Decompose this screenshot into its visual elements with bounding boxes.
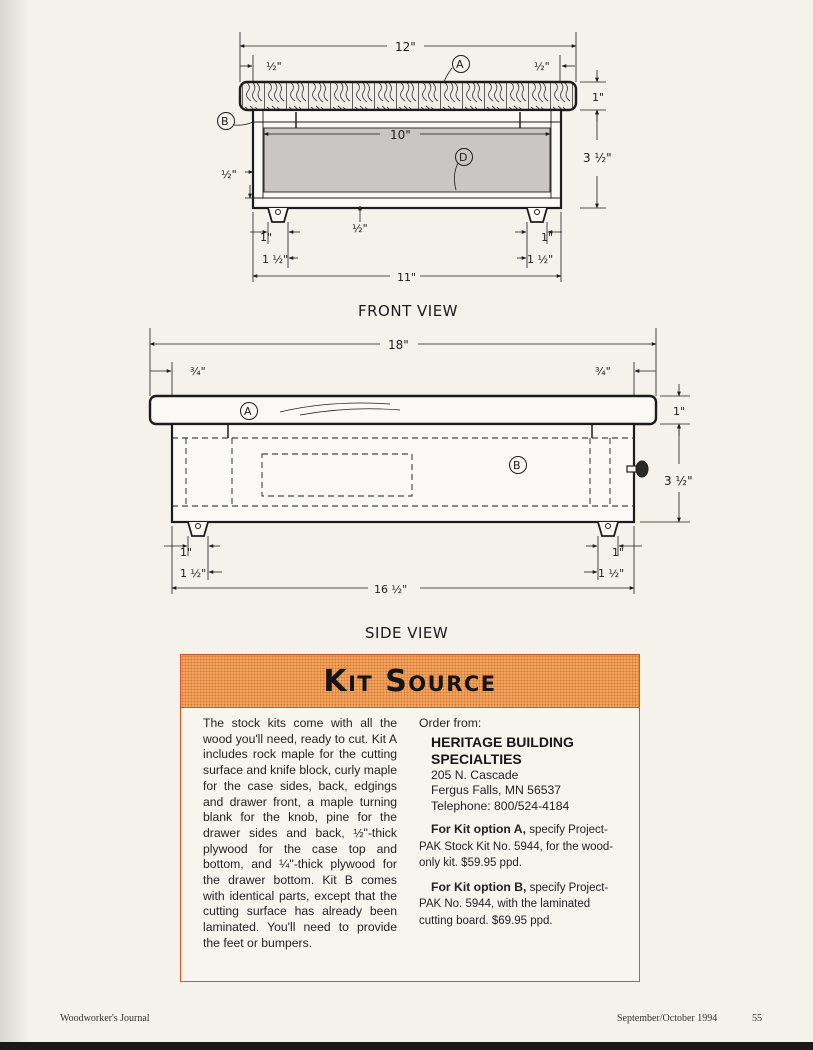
dim-front-right-foot-inset: 1 ½" (527, 253, 553, 266)
dim-side-case-height: 3 ½" (664, 474, 693, 488)
telephone: Telephone: 800/524-4184 (431, 798, 570, 813)
company-name: HERITAGE BUILDING SPECIALTIES (431, 734, 619, 768)
dim-front-top-thickness: 1" (592, 91, 604, 104)
dim-side-left-foot-width: 1" (180, 546, 192, 559)
side-view-label: SIDE VIEW (365, 624, 449, 642)
dim-front-left-foot-width: 1" (260, 231, 272, 244)
dim-side-top-thickness: 1" (673, 405, 685, 418)
dim-front-case-height: 3 ½" (583, 151, 612, 165)
kit-description: The stock kits come with all the wood yo… (203, 716, 397, 950)
dim-front-case-width: 11" (397, 271, 416, 284)
dim-side-case-length: 16 ½" (374, 583, 407, 596)
kit-option-a-text: specify Project-PAK Stock Kit No. 5944, … (419, 824, 614, 869)
dim-front-bottom-thickness: ½" (352, 222, 368, 235)
dim-front-drawer-width: 10" (390, 128, 411, 142)
side-view-dimensions: 18" ¾" ¾" 1" 3 ½" 1" 1" 1 ½" 1 ½" 16 ½" … (180, 338, 693, 596)
callout-side-case: B (513, 459, 521, 472)
dim-front-top-right-inset: ½" (534, 60, 550, 73)
technical-drawings: 12" ½" ½" 1" 3 ½" 10" ½" ½" 1" 1" 1 ½" 1… (148, 32, 693, 596)
kit-option-b-text: specify Project-PAK No. 5944, with the l… (419, 881, 609, 927)
kit-source-body: The stock kits come with all the wood yo… (181, 708, 639, 952)
footer-issue-date: September/October 1994 (617, 1013, 718, 1024)
front-view-label: FRONT VIEW (358, 302, 459, 320)
kit-source-title: Kit Source (323, 663, 497, 699)
dim-front-top-left-inset: ½" (266, 60, 282, 73)
front-view-dimensions: 12" ½" ½" 1" 3 ½" 10" ½" ½" 1" 1" 1 ½" 1… (221, 40, 612, 284)
company-name-line2: SPECIALTIES (431, 750, 522, 767)
dim-front-right-foot-width: 1" (541, 231, 553, 244)
kit-source-header: Kit Source (181, 655, 639, 708)
company-name-line1: HERITAGE BUILDING (431, 733, 574, 750)
footer-publication: Woodworker's Journal (60, 1013, 150, 1024)
dim-side-right-overhang: ¾" (595, 365, 611, 378)
dim-side-left-foot-inset: 1 ½" (180, 567, 206, 580)
side-view-drawing (148, 328, 690, 594)
dim-front-side-thickness: ½" (221, 168, 237, 181)
dim-side-overall-length: 18" (388, 338, 409, 352)
dim-front-overall-width: 12" (395, 40, 416, 54)
kit-option-a: For Kit option A, specify Project-PAK St… (419, 822, 619, 872)
callout-front-top: A (456, 58, 464, 71)
bottom-scan-edge (0, 1042, 813, 1050)
kit-option-b: For Kit option B, specify Project-PAK No… (419, 880, 619, 930)
page-gutter-shadow (0, 0, 30, 1050)
order-from-label: Order from: (419, 716, 482, 730)
page-number: 55 (752, 1013, 762, 1024)
kit-option-b-lead: For Kit option B, (431, 879, 527, 894)
kit-option-a-lead: For Kit option A, (431, 822, 526, 836)
dim-side-left-overhang: ¾" (190, 365, 206, 378)
front-view-drawing (217, 32, 606, 282)
callout-side-top: A (244, 405, 252, 418)
order-info: Order from: HERITAGE BUILDING SPECIALTIE… (419, 716, 619, 952)
callout-front-case: B (221, 115, 229, 128)
kit-source-box: Kit Source The stock kits come with all … (180, 654, 640, 982)
dim-side-right-foot-width: 1" (612, 546, 624, 559)
street-address: 205 N. Cascade (431, 767, 519, 782)
dim-side-right-foot-inset: 1 ½" (598, 567, 624, 580)
city-state-zip: Fergus Falls, MN 56537 (431, 783, 562, 797)
dim-front-left-foot-inset: 1 ½" (262, 253, 288, 266)
callout-front-drawer: D (459, 151, 467, 164)
